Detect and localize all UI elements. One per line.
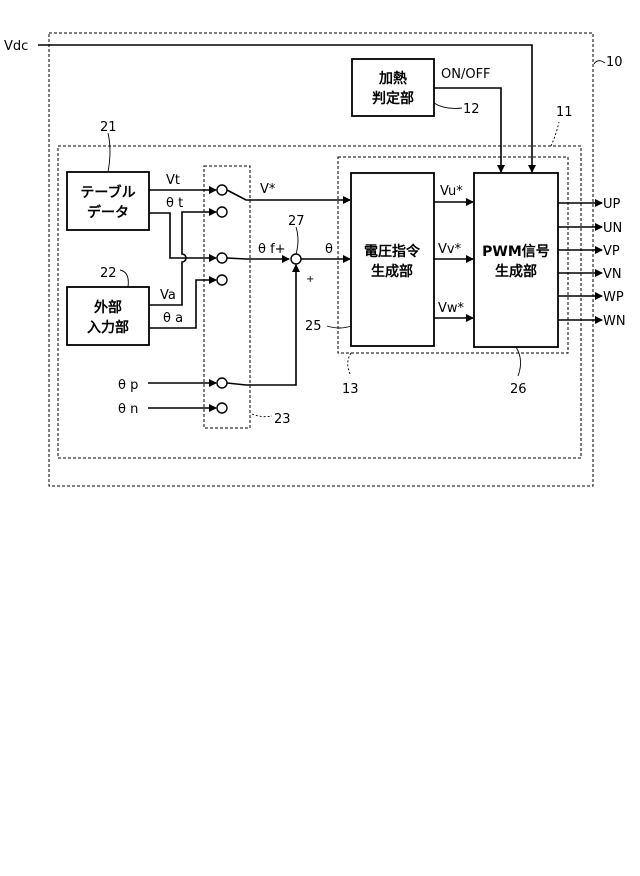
switch-contact	[217, 378, 227, 388]
on-off-label: ON/OFF	[441, 67, 491, 82]
vt-label: Vt	[166, 173, 180, 188]
leader-13	[348, 353, 351, 374]
ref-10: 10	[606, 55, 623, 70]
output-label-vn: VN	[603, 267, 622, 282]
table-data-block	[67, 172, 149, 230]
pwm-signal-label-2: 生成部	[495, 263, 537, 280]
output-label-wp: WP	[603, 290, 624, 305]
switch-contact	[217, 185, 227, 195]
table-data-label-1: テーブル	[80, 184, 135, 201]
theta-f-line	[227, 258, 289, 259]
leader-25	[327, 326, 351, 328]
ref-13: 13	[342, 382, 359, 397]
leader-27	[296, 227, 298, 254]
vdc-label: Vdc	[4, 39, 28, 54]
leader-21	[108, 133, 110, 172]
ref-11: 11	[556, 105, 573, 120]
vw-star-label: Vw*	[438, 301, 465, 316]
vu-star-label: Vu*	[440, 184, 463, 199]
ref-22: 22	[100, 266, 117, 281]
output-label-wn: WN	[603, 314, 626, 329]
leader-26	[516, 347, 521, 376]
ref-21: 21	[100, 120, 117, 135]
adder-27	[291, 254, 301, 264]
theta-p-to-adder-line	[227, 265, 296, 385]
theta-label: θ	[325, 242, 333, 257]
leader-11	[551, 122, 559, 146]
pwm-signal-label-1: PWM信号	[482, 243, 550, 260]
switch-unit-23	[204, 166, 250, 428]
heating-judgment-label-2: 判定部	[372, 90, 414, 107]
output-label-un: UN	[603, 221, 622, 236]
ref-26: 26	[510, 382, 527, 397]
switch-contact	[217, 403, 227, 413]
external-input-block	[67, 287, 149, 345]
voltage-command-label-1: 電圧指令	[364, 243, 421, 260]
vv-star-label: Vv*	[438, 242, 462, 257]
external-input-label-2: 入力部	[87, 319, 129, 336]
va-label: Va	[160, 288, 176, 303]
external-input-label-1: 外部	[94, 299, 122, 316]
theta-f-plus-label: θ f+	[258, 242, 286, 257]
theta-p-label: θ p	[118, 378, 138, 393]
voltage-command-label-2: 生成部	[371, 263, 413, 280]
table-data-label-2: データ	[87, 204, 129, 221]
theta-n-label: θ n	[118, 402, 138, 417]
output-label-up: UP	[603, 197, 621, 212]
heating-judgment-block	[352, 59, 434, 116]
v-star-line	[227, 190, 350, 200]
ref-12: 12	[463, 102, 480, 117]
leader-23	[252, 414, 272, 417]
pwm-signal-block	[474, 173, 558, 347]
plus-sign: +	[306, 274, 314, 285]
leader-12	[434, 103, 462, 108]
output-label-vp: VP	[603, 244, 620, 259]
switch-contact	[217, 207, 227, 217]
switch-contact	[217, 253, 227, 263]
heating-judgment-label-1: 加熱	[378, 70, 407, 87]
ref-27: 27	[288, 214, 305, 229]
v-star-label: V*	[260, 182, 276, 197]
theta-t-label: θ t	[166, 196, 183, 211]
switch-contact	[217, 275, 227, 285]
ref-23: 23	[274, 412, 291, 427]
theta-a-label: θ a	[163, 311, 183, 326]
ref-25: 25	[305, 319, 322, 334]
leader-10	[594, 61, 605, 64]
on-off-line	[434, 88, 501, 172]
leader-22	[120, 270, 128, 287]
